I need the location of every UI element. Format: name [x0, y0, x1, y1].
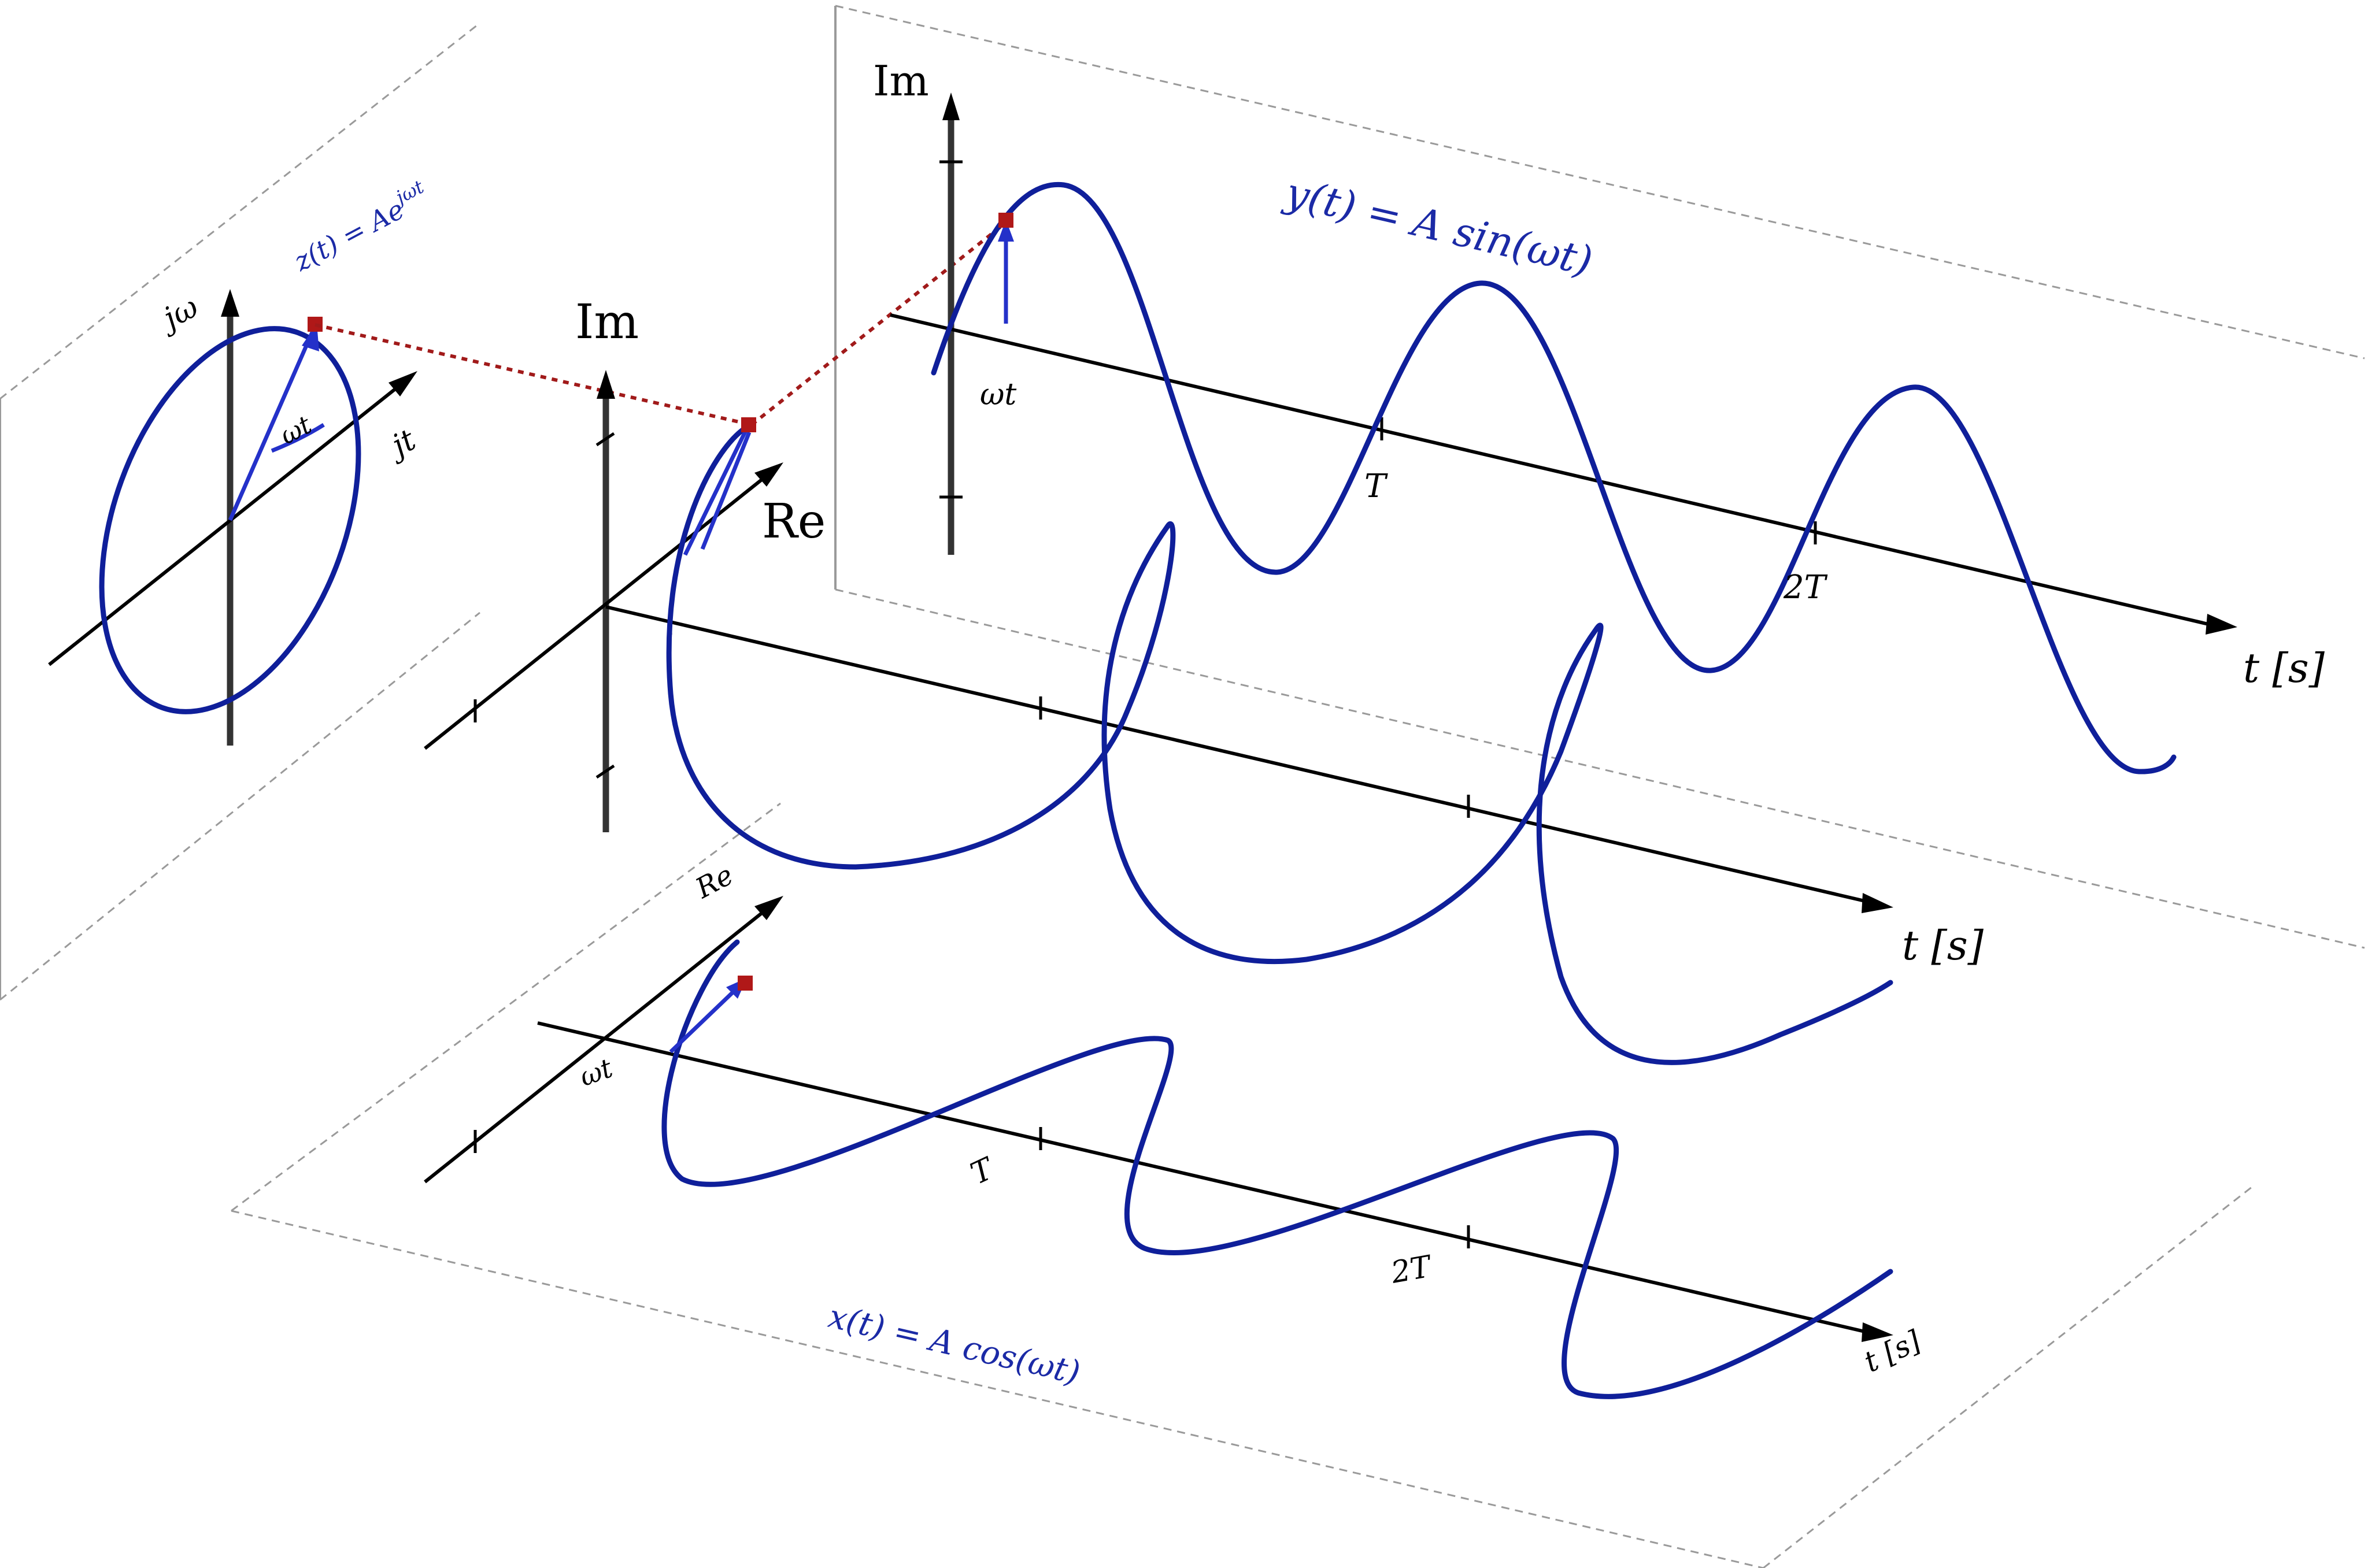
arrowhead-icon: [388, 371, 417, 396]
left-re-axis: [48, 380, 406, 666]
arrowhead-icon: [942, 92, 960, 120]
left-im-label: jω: [153, 290, 204, 339]
center-time-axis: [605, 605, 1868, 903]
arrowhead-icon: [2206, 614, 2237, 635]
bottom-2T-label: 2T: [1388, 1249, 1435, 1291]
left-phasor-arrow: [228, 331, 314, 521]
arrowhead-icon: [754, 462, 783, 487]
left-circle: [99, 326, 361, 714]
center-re-axis: [424, 472, 770, 750]
arrowhead-icon: [754, 896, 783, 920]
angle-arc: [271, 423, 325, 453]
bottom-re-axis: [424, 906, 770, 1184]
cosine-tip-point: [738, 976, 753, 991]
bottom-re-label: Re: [690, 859, 738, 905]
center-re-label: Re: [762, 494, 826, 549]
top-2T-label: 2T: [1783, 569, 1828, 606]
arrowhead-icon: [1862, 1322, 1893, 1342]
sine-tip-point: [998, 213, 1013, 228]
top-plane: [834, 5, 2365, 949]
arrowhead-icon: [1862, 893, 1893, 913]
bottom-time-axis: [537, 1021, 1868, 1334]
bottom-plane: [231, 802, 2255, 1568]
helix-curve: [666, 425, 1893, 1065]
top-time-axis: [890, 313, 2209, 626]
projection-lines: [314, 221, 1007, 427]
cosine-equation: x(t) = A cos(ωt): [825, 1298, 1083, 1392]
helix-tip-point: [741, 417, 756, 432]
cosine-curve: [661, 939, 1893, 1399]
left-plane: [0, 22, 480, 1001]
center-im-label: Im: [575, 295, 639, 350]
phasor-exponent: jωt: [389, 176, 427, 210]
arrowhead-icon: [998, 220, 1014, 242]
top-angle-label: ωt: [980, 377, 1016, 412]
bottom-cosine-panel: Re ωt T 2T x(t) = A cos(ωt) t [s]: [424, 859, 1926, 1399]
arrowhead-icon: [221, 289, 239, 317]
left-phasor-panel: jω jt ωt z(t) = Aejωt: [48, 176, 434, 746]
bottom-T-label: T: [965, 1151, 1000, 1191]
top-im-label: Im: [873, 57, 929, 105]
top-T-label: T: [1364, 468, 1388, 505]
center-time-label: t [s]: [1902, 922, 1984, 969]
left-re-label: jt: [381, 422, 421, 466]
top-sine-panel: Im ωt y(t) = A sin(ωt) T 2T t [s]: [873, 57, 2325, 774]
phasor-tip-point: [308, 317, 323, 332]
sine-equation: y(t) = A sin(ωt): [1279, 168, 1597, 285]
center-3d-panel: Im Re t [s]: [424, 295, 1984, 1065]
sine-curve: [931, 181, 2177, 774]
top-time-label: t [s]: [2243, 644, 2325, 692]
phasor-equation: z(t) = Aejωt: [286, 176, 434, 277]
arrowhead-icon: [597, 370, 615, 399]
